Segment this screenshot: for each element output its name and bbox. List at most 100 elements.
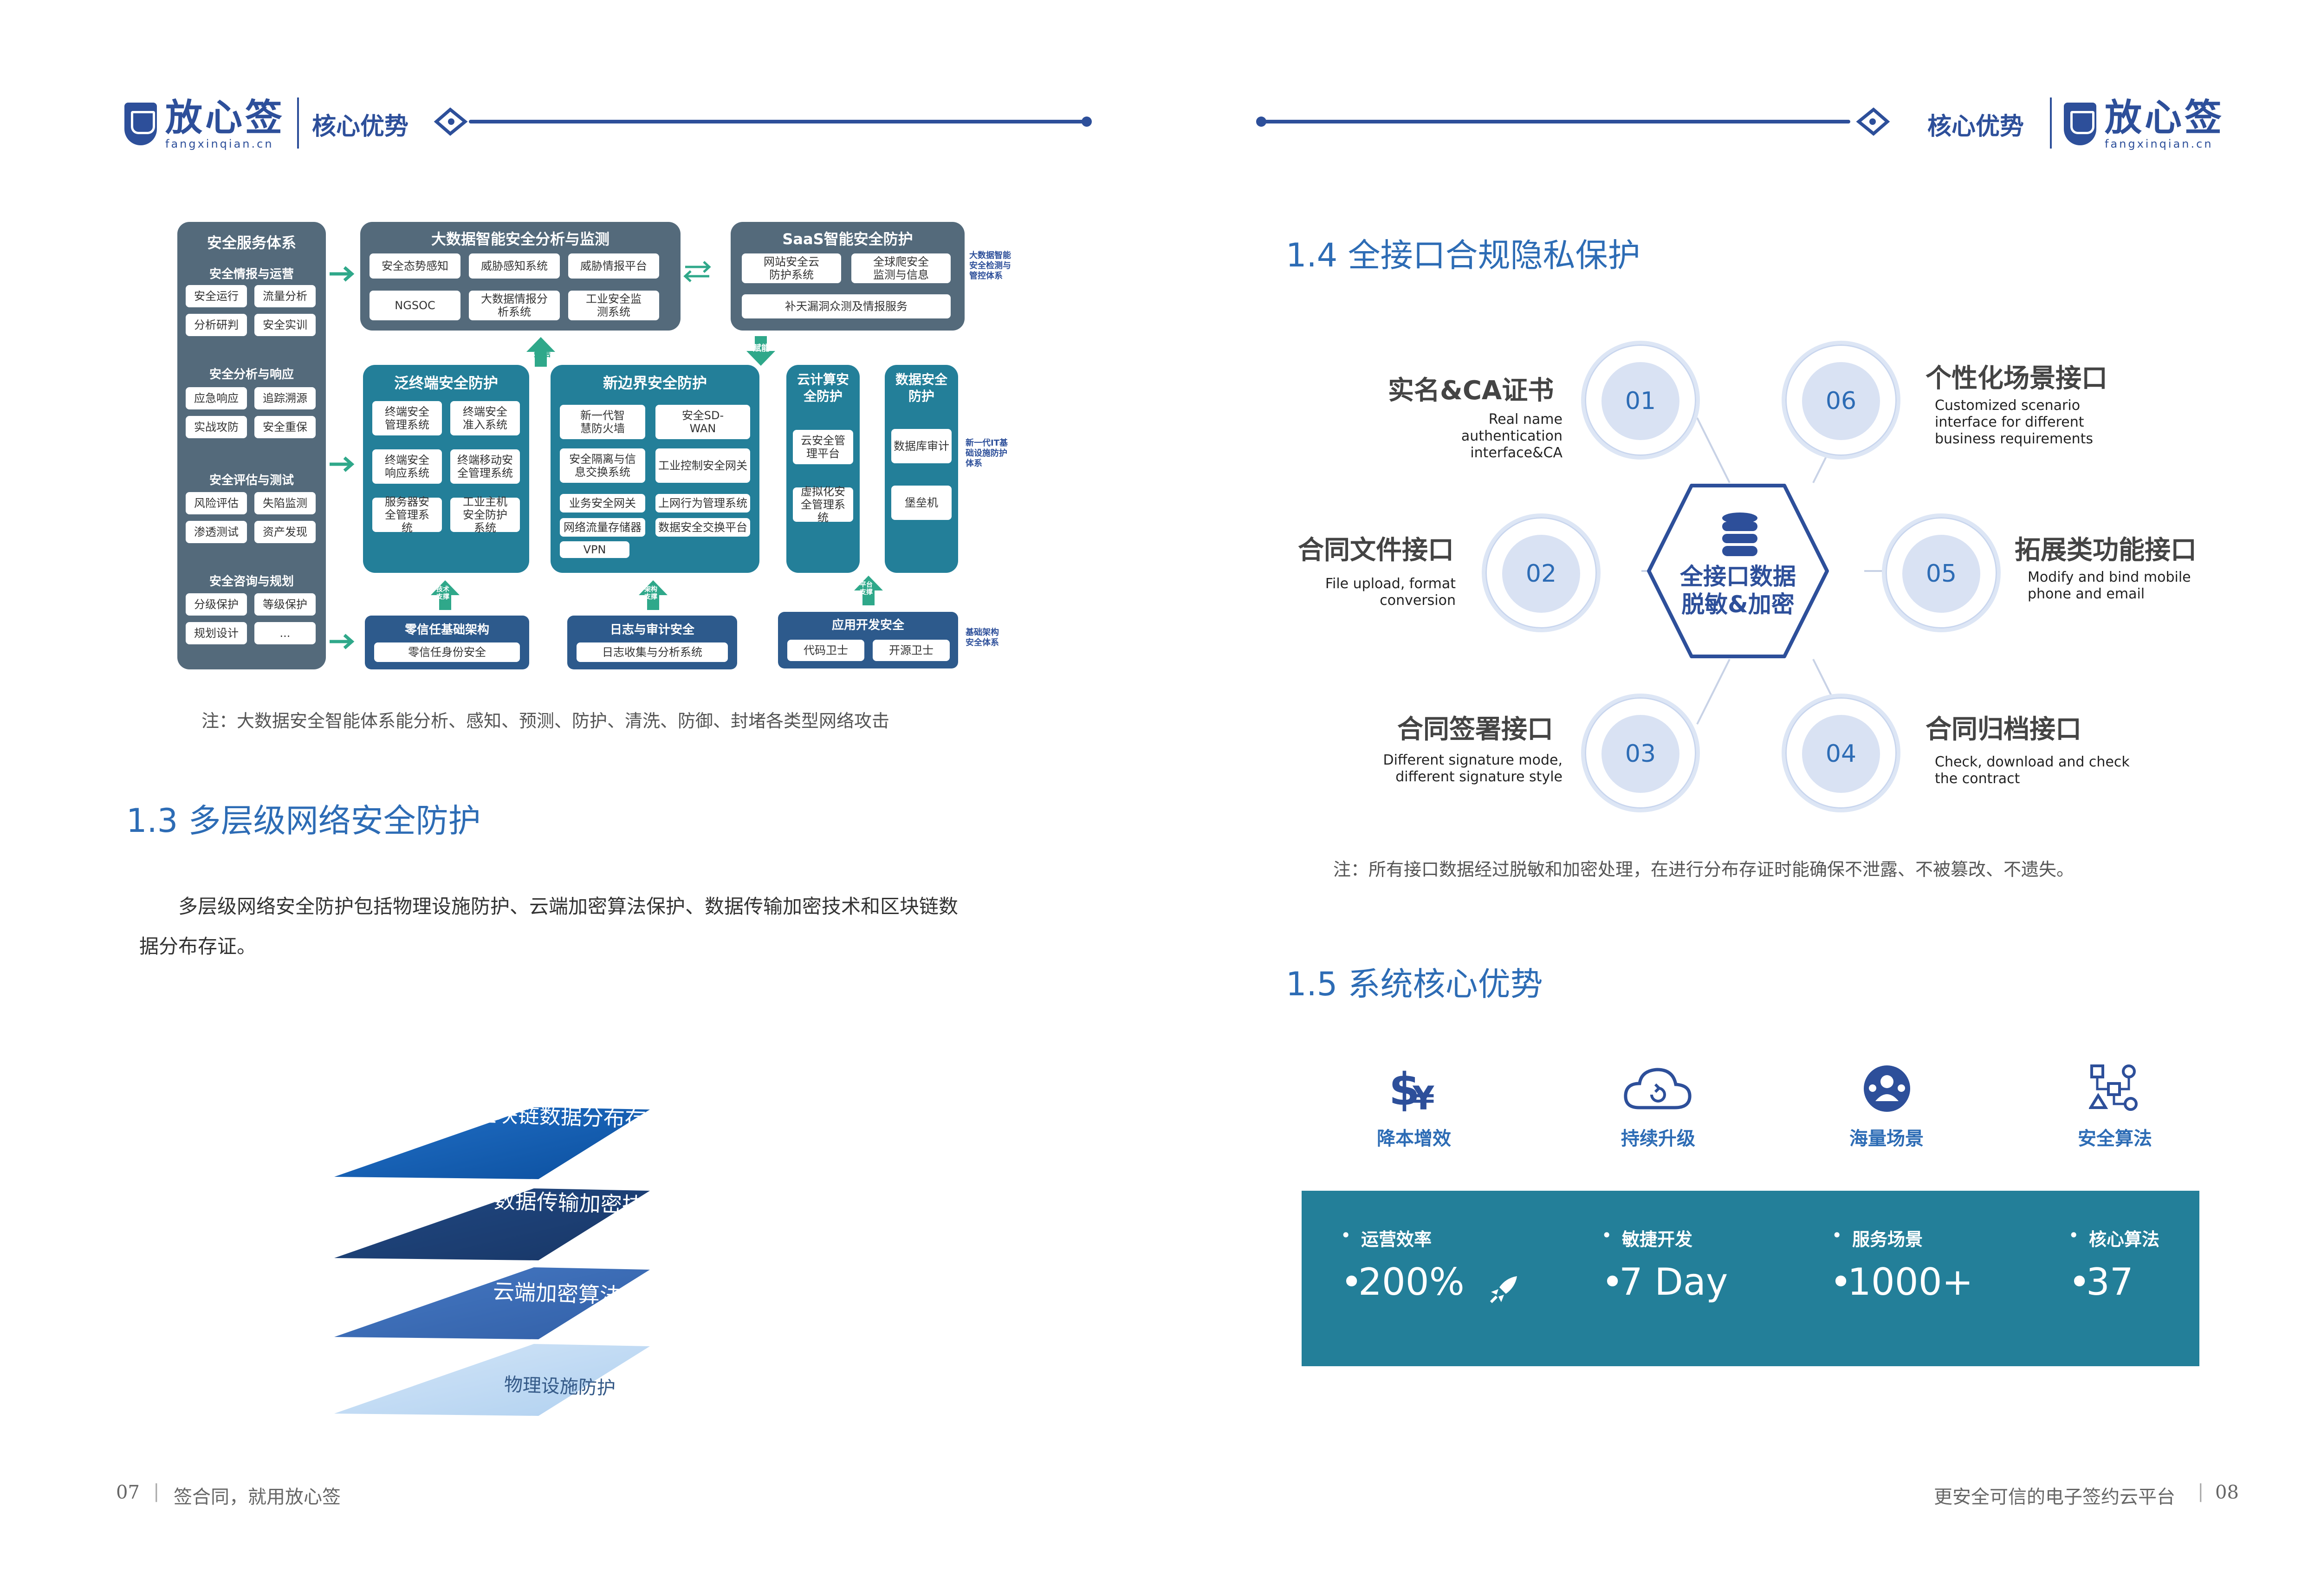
arrow-up-icon [639,580,668,610]
brand-name: 放心签 [2105,96,2224,139]
log-title: 日志与审计安全 [609,623,694,637]
service-cell: 追踪溯源 [254,387,316,409]
node-title: 合同文件接口 [1298,535,1454,565]
cloud-cell: 虚拟化安全管理系统 [793,485,853,524]
datasec-title: 数据安全防护 [895,372,947,404]
service-cell: 等级保护 [254,593,316,616]
edge-cell: 安全隔离与信息交换系统 [560,448,645,483]
layer-label: 数据传输加密技术 [493,1187,665,1219]
node-title: 合同签署接口 [1397,714,1553,745]
feature-label: 海量场景 [1849,1128,1924,1149]
app-cell: 开源卫士 [873,640,950,661]
desc-line: different signature style [1395,769,1562,785]
database-icon [1722,513,1757,556]
layer-transfer [334,1188,650,1260]
node-desc: Different signature mode, different sign… [1372,752,1562,785]
edge-cell: VPN [560,541,629,558]
node-title: 实名&CA证书 [1388,376,1554,406]
cloud-title: 云计算安全防护 [797,372,849,404]
node-title: 合同归档接口 [1926,714,2081,745]
service-cell: 安全运行 [186,285,247,307]
desc-line: phone and email [2028,586,2145,602]
node-title: 拓展类功能接口 [2015,535,2197,565]
app-title: 应用开发安全 [831,618,904,632]
service-cell: 分级保护 [186,593,247,616]
edge-title: 新边界安全防护 [603,374,707,392]
stat-label: 敏捷开发 [1622,1229,1693,1250]
layer-label: 云端加密算法保护 [493,1278,664,1310]
bigdata-cell: 威胁情报平台 [568,253,659,279]
node-desc: Check, download and check the contract [1935,754,2130,787]
cloud-refresh-icon [1624,1068,1692,1109]
footer-tagline: 更安全可信的电子签约云平台 [1934,1486,2175,1508]
node-01-badge: 01 [1601,362,1679,440]
header-title: 核心优势 [1927,113,2024,141]
diagram-note: 注：大数据安全智能体系能分析、感知、预测、防护、清洗、防御、封堵各类型网络攻击 [201,711,890,731]
layer-cloud [334,1267,650,1339]
group-title: 安全咨询与规划 [209,575,294,589]
service-cell: 实战攻防 [186,416,247,438]
layer-physical [334,1344,650,1416]
node-04-badge: 04 [1802,715,1880,793]
brand-logo: 放心签 fangxinqian.cn [124,97,285,150]
section-paragraph: 多层级网络安全防护包括物理设施防护、云端加密算法保护、数据传输加密技术和区块链数… [139,887,1058,967]
layer-label: 物理设施防护 [504,1374,616,1400]
feature-label: 降本增效 [1377,1128,1451,1149]
arrow-up-icon [526,337,555,367]
edge-cell: 上网行为管理系统 [655,494,750,513]
side-label: 基础架构安全体系 [966,628,999,648]
endpoint-cell: 服务器安全管理系统 [372,495,442,534]
node-02-badge: 02 [1502,535,1580,613]
footer-page-number: 08 [2215,1482,2239,1503]
service-cell: 应急响应 [186,387,247,409]
desc-line: the contract [1935,771,2020,787]
side-label: 新一代IT基础设施防护体系 [966,438,1008,468]
desc-line: interface for different [1935,414,2084,430]
bigdata-cell: 工业安全监测系统 [568,291,659,320]
header-rule [1261,120,1850,123]
bigdata-cell: NGSOC [370,291,460,320]
bigdata-cell: 安全态势感知 [370,253,460,279]
service-cell: 安全实训 [254,314,316,336]
desc-line: conversion [1380,592,1456,609]
desc-line: business requirements [1935,431,2094,447]
brand-domain: fangxinqian.cn [165,137,274,150]
pen-nib-icon [434,107,468,136]
group-title: 安全分析与响应 [209,368,294,382]
endpoint-title: 泛终端安全防护 [394,374,498,392]
center-title: 全接口数据 脱敏&加密 [1645,563,1831,618]
cloud-cell: 云安全管理平台 [793,430,853,464]
paragraph-line: 多层级网络安全防护包括物理设施防护、云端加密算法保护、数据传输加密技术和区块链数 [178,895,959,918]
stat-bullet: • [1832,1225,1842,1246]
node-desc: Customized scenario interface for differ… [1935,397,2130,448]
stat-bullet: • [1341,1260,1363,1304]
cloud-panel [786,365,860,573]
header-rule [469,120,1086,123]
group-title: 安全评估与测试 [209,474,294,487]
desc-line: File upload, format [1325,576,1456,592]
datasec-cell: 数据库审计 [891,429,952,463]
desc-line: Modify and bind mobile [2028,569,2191,585]
edge-cell: 业务安全网关 [560,494,645,513]
node-title: 个性化场景接口 [1926,363,2107,394]
shield-icon [124,103,157,145]
node-06-badge: 06 [1802,362,1880,440]
feature-label: 持续升级 [1621,1128,1695,1149]
stat-bullet: • [1601,1260,1624,1304]
service-cell: 渗透测试 [186,521,247,543]
saas-cell: 全球爬安全监测与信息 [851,253,951,283]
footer-slogan: 签合同，就用放心签 [174,1486,341,1508]
arrow-label: 架构支撑 [644,586,657,601]
brand-name: 放心签 [165,96,285,139]
arrow-label: 赋能 [753,344,770,353]
section-title: 1.5 系统核心优势 [1286,965,1543,1003]
people-network-icon [1864,1065,1910,1112]
edge-cell: 工业控制安全网关 [655,448,750,483]
endpoint-cell: 终端安全管理系统 [372,401,442,435]
endpoint-cell: 终端安全响应系统 [372,449,442,484]
algorithm-icon [2089,1064,2138,1111]
security-layers-illustration [334,1107,650,1416]
arrow-label: 数据 [534,349,551,359]
edge-cell: 网络流量存储器 [560,518,645,537]
section-title: 1.4 全接口合规隐私保护 [1286,236,1640,274]
